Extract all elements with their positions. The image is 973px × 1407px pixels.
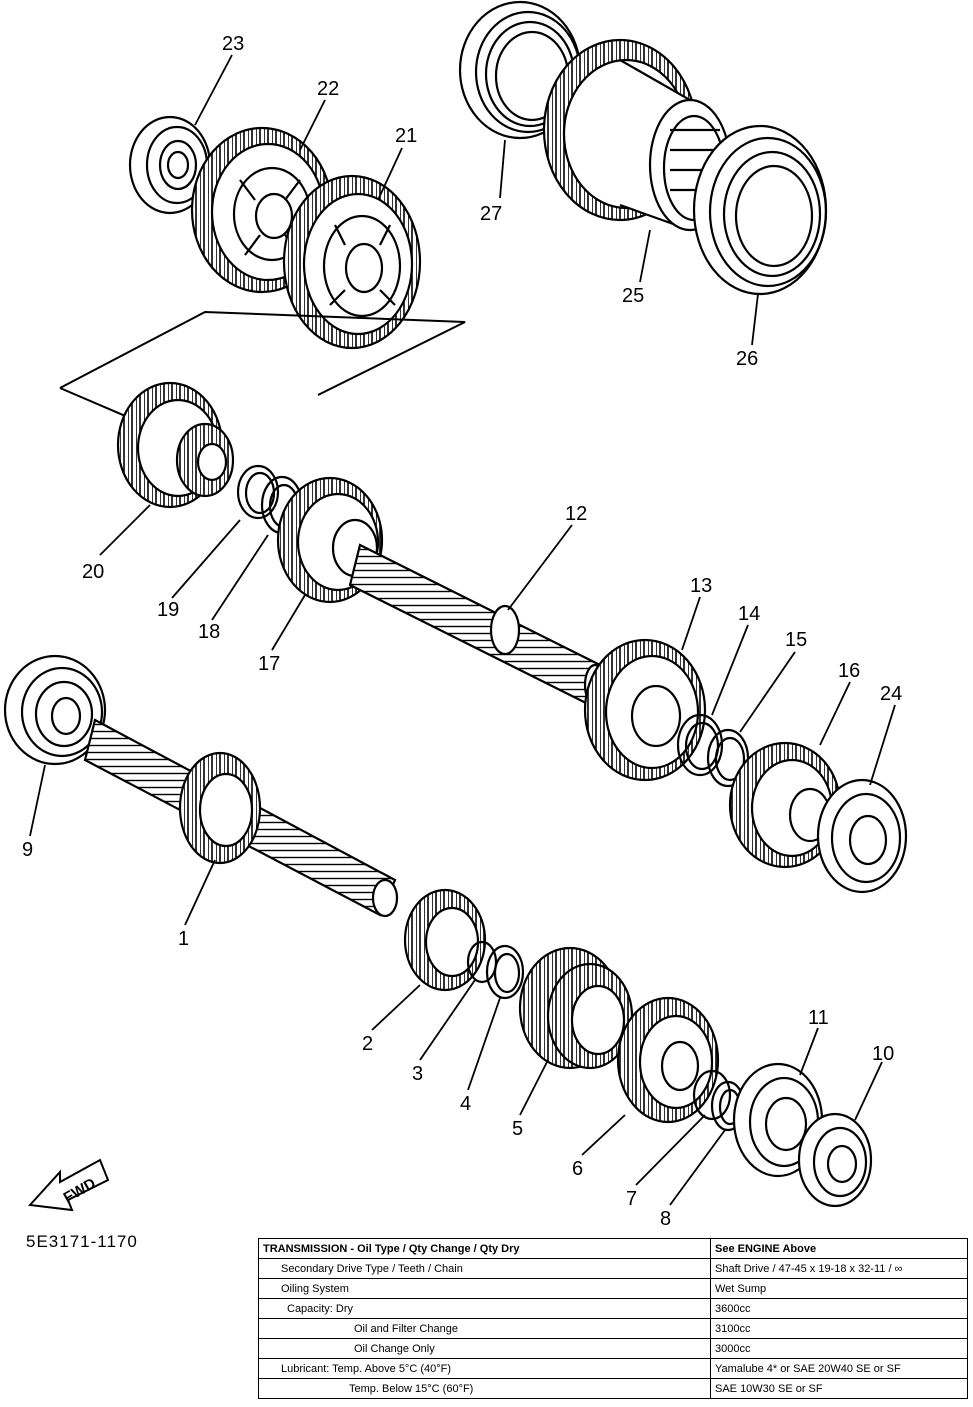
callout-23: 23 — [222, 33, 244, 55]
spec-row: Oil Change Only 3000cc — [258, 1338, 968, 1359]
washer-7 — [692, 1069, 732, 1121]
callout-6: 6 — [572, 1158, 583, 1180]
circlip-4 — [485, 944, 525, 1000]
spec-row-label: Lubricant: Temp. Above 5°C (40°F) — [258, 1358, 711, 1379]
leader-lines — [29, 54, 896, 1206]
bearing-9 — [3, 654, 107, 766]
spec-row-value: 3100cc — [710, 1318, 968, 1339]
callout-18: 18 — [198, 621, 220, 643]
spec-row: Oiling System Wet Sump — [258, 1278, 968, 1299]
callout-20: 20 — [82, 561, 104, 583]
main-axle-1 — [83, 718, 399, 918]
callout-14: 14 — [738, 603, 760, 625]
part-number: 5E3171-1170 — [26, 1232, 138, 1251]
callout-22: 22 — [317, 78, 339, 100]
spec-header-row: TRANSMISSION - Oil Type / Qty Change / Q… — [258, 1238, 968, 1259]
bearing-24 — [816, 778, 908, 894]
callout-19: 19 — [157, 599, 179, 621]
callout-15: 15 — [785, 629, 807, 651]
callout-10: 10 — [872, 1043, 894, 1065]
spec-row: Secondary Drive Type / Teeth / Chain Sha… — [258, 1258, 968, 1279]
spec-header-label: TRANSMISSION - Oil Type / Qty Change / Q… — [258, 1238, 711, 1259]
callout-1: 1 — [178, 928, 189, 950]
callout-17: 17 — [258, 653, 280, 675]
callout-26: 26 — [736, 348, 758, 370]
callout-25: 25 — [622, 285, 644, 307]
fwd-arrow-icon: FWD — [27, 1158, 110, 1212]
spec-row-value: Wet Sump — [710, 1278, 968, 1299]
spec-row-value: SAE 10W30 SE or SF — [710, 1378, 968, 1399]
spec-row: Lubricant: Temp. Above 5°C (40°F) Yamalu… — [258, 1358, 968, 1379]
callout-12: 12 — [565, 503, 587, 525]
gear-20 — [116, 381, 235, 509]
spec-row-label: Oil Change Only — [258, 1338, 711, 1359]
spec-row-label: Temp. Below 15°C (60°F) — [258, 1378, 711, 1399]
spec-row-value: 3000cc — [710, 1338, 968, 1359]
spec-row-value: 3600cc — [710, 1298, 968, 1319]
bearing-26 — [692, 124, 828, 296]
spec-row-label: Oil and Filter Change — [258, 1318, 711, 1339]
callout-27: 27 — [480, 203, 502, 225]
callout-21: 21 — [395, 125, 417, 147]
oil-seal-10 — [797, 1112, 873, 1208]
gear-21 — [282, 174, 422, 350]
spec-row-value: Shaft Drive / 47-45 x 19-18 x 32-11 / ∞ — [710, 1258, 968, 1279]
callout-2: 2 — [362, 1033, 373, 1055]
gear-5 — [518, 946, 634, 1070]
spec-row-label: Secondary Drive Type / Teeth / Chain — [258, 1258, 711, 1279]
spec-table: TRANSMISSION - Oil Type / Qty Change / Q… — [258, 1238, 968, 1399]
gear-2 — [403, 888, 487, 992]
callout-11: 11 — [808, 1007, 829, 1029]
spec-row-value: Yamalube 4* or SAE 20W40 SE or SF — [710, 1358, 968, 1379]
gear-25 — [542, 38, 732, 232]
callout-16: 16 — [838, 660, 860, 682]
callout-24: 24 — [880, 683, 902, 705]
callout-5: 5 — [512, 1118, 523, 1140]
callout-3: 3 — [412, 1063, 423, 1085]
callout-9: 9 — [22, 839, 33, 861]
spec-row-label: Capacity: Dry — [258, 1298, 711, 1319]
assembly-bracket — [59, 310, 466, 396]
callout-7: 7 — [626, 1188, 637, 1210]
spec-row: Capacity: Dry 3600cc — [258, 1298, 968, 1319]
gear-13 — [583, 638, 707, 782]
callout-labels: 23 22 21 27 25 26 20 19 18 17 12 13 14 1… — [22, 33, 902, 1230]
callout-8: 8 — [660, 1208, 671, 1230]
spec-row: Temp. Below 15°C (60°F) SAE 10W30 SE or … — [258, 1378, 968, 1399]
washer-19 — [236, 464, 280, 520]
spec-row: Oil and Filter Change 3100cc — [258, 1318, 968, 1339]
spec-header-value: See ENGINE Above — [710, 1238, 968, 1259]
callout-4: 4 — [460, 1093, 471, 1115]
gear-6 — [616, 996, 720, 1124]
callout-13: 13 — [690, 575, 712, 597]
spec-row-label: Oiling System — [258, 1278, 711, 1299]
main-axle-12 — [348, 543, 607, 707]
